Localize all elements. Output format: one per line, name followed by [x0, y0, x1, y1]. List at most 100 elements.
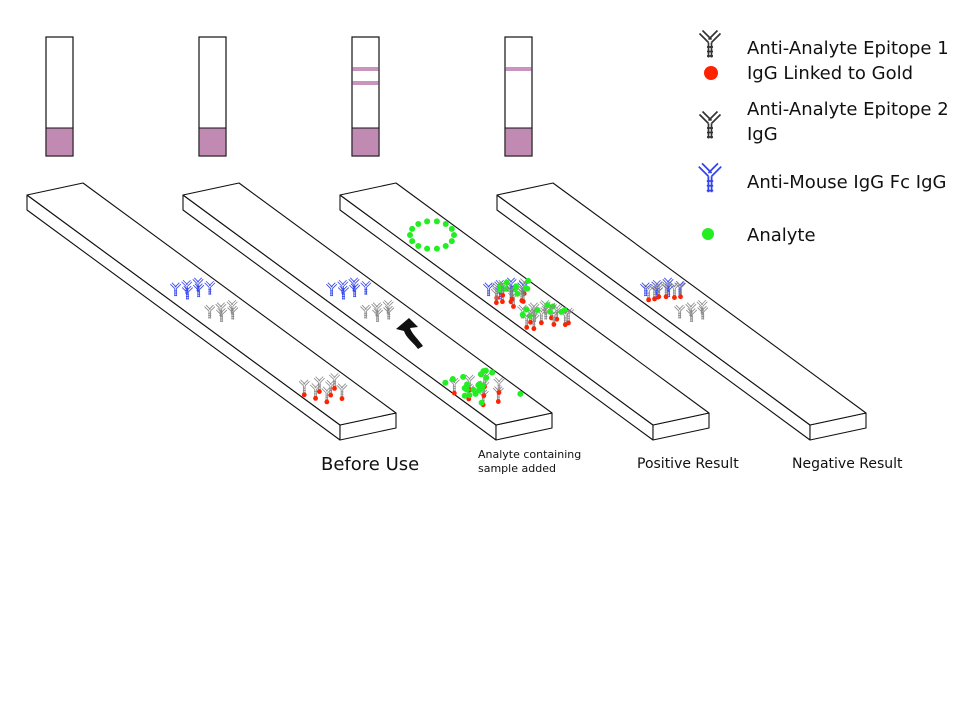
- mouse-igg-antibody: [192, 277, 204, 292]
- analyte-dot-icon: [702, 228, 714, 240]
- analyte-dot: [424, 218, 431, 225]
- analyte-dot: [482, 367, 489, 374]
- epitope2-antibody: [371, 302, 383, 317]
- analyte-dot: [415, 242, 422, 249]
- sample-pad: [504, 127, 533, 157]
- gold-antibody: [325, 379, 337, 398]
- analyte-dot: [549, 303, 556, 310]
- mouse-igg-antibody: [640, 282, 652, 297]
- control-band: [352, 67, 379, 71]
- top-strip-before-use: [45, 36, 74, 157]
- legend-label: Anti-Analyte Epitope 1: [747, 38, 949, 59]
- top-strip-negative: [504, 36, 533, 157]
- epitope2-antibody: [698, 29, 722, 58]
- reagents: [170, 277, 348, 405]
- epitope2-antibody: [674, 304, 686, 319]
- strip-top-face: [339, 182, 710, 426]
- epitope2-antibody: [226, 299, 238, 314]
- analyte-dot: [522, 284, 529, 291]
- analyte-dot: [525, 277, 532, 284]
- gold-antibody: [321, 386, 333, 405]
- analyte-dot: [513, 283, 520, 290]
- analyte-dot: [433, 245, 440, 252]
- reagents: [407, 218, 575, 332]
- epitope2-antibody: [360, 304, 372, 319]
- analyte-dot: [442, 379, 449, 386]
- epitope2-antibody: [696, 299, 708, 314]
- top-strip-sample-added: [198, 36, 227, 157]
- analyte-dot: [546, 308, 553, 315]
- antibody-gold-icon: [698, 29, 722, 80]
- sample-pad: [351, 127, 380, 157]
- antibody-gray-icon: [698, 110, 722, 139]
- mouse-igg-antibody: [170, 282, 182, 297]
- analyte-dot: [478, 385, 485, 392]
- sample-pad: [198, 127, 227, 157]
- gold-antibody: [660, 281, 672, 300]
- analyte-dot: [407, 232, 413, 238]
- legend-item-3: Anti-Mouse IgG Fc IgG: [698, 162, 946, 193]
- analyte-dot: [424, 245, 431, 252]
- analyte-dot: [442, 242, 449, 249]
- analyte-dot: [544, 302, 551, 309]
- gold-antibody: [668, 282, 680, 300]
- top-view-strips: [45, 36, 533, 157]
- legend: Anti-Analyte Epitope 1 IgG Linked to Gold…: [698, 29, 949, 246]
- label-sample-added-line2: sample added: [478, 462, 556, 475]
- analyte-dot: [470, 386, 477, 393]
- analyte-dot: [451, 232, 457, 238]
- flow-arrow-icon: [396, 318, 423, 349]
- analyte-dot: [433, 218, 440, 225]
- analyte-dot: [483, 374, 490, 381]
- mouse-igg-antibody: [181, 279, 193, 294]
- analyte-dot: [409, 238, 416, 245]
- iso-strip-before-use: [26, 182, 397, 441]
- analyte-dot: [517, 390, 524, 397]
- analyte-dot: [519, 311, 526, 318]
- analyte-dot: [523, 306, 530, 313]
- epitope2-antibody: [215, 302, 227, 317]
- antibody-blue-icon: [698, 162, 722, 193]
- analyte-dot: [449, 375, 456, 382]
- analyte-dot: [466, 392, 473, 399]
- gold-antibody: [493, 377, 505, 395]
- iso-strip-negative: [496, 182, 867, 441]
- legend-label-line2: IgG: [747, 124, 778, 145]
- epitope2-antibody: [698, 110, 722, 139]
- label-negative-result: Negative Result: [792, 456, 903, 472]
- mouse-igg-antibody: [326, 282, 338, 297]
- analyte-dot: [442, 221, 449, 228]
- strip-top-face: [26, 182, 397, 426]
- reagents: [640, 277, 709, 322]
- test-band: [352, 81, 379, 85]
- epitope2-antibody: [204, 304, 216, 319]
- mouse-igg-antibody: [698, 162, 722, 193]
- control-band: [505, 67, 532, 71]
- label-before-use: Before Use: [321, 454, 419, 475]
- iso-strip-positive: [339, 182, 710, 441]
- legend-label-line2: IgG Linked to Gold: [747, 63, 913, 84]
- analyte-dot: [497, 286, 504, 293]
- gold-antibody: [521, 312, 533, 330]
- iso-strip-sample-added: [182, 182, 553, 441]
- reagents: [326, 277, 524, 408]
- legend-item-1: Anti-Analyte Epitope 1 IgG Linked to Gold: [698, 29, 949, 84]
- analyte-dot: [460, 373, 467, 380]
- mouse-igg-antibody: [337, 279, 349, 294]
- isometric-strips: [26, 182, 867, 441]
- analyte-dot: [464, 381, 471, 388]
- analyte-dot: [503, 279, 510, 286]
- gold-antibody: [328, 373, 341, 391]
- analyte-dot: [409, 225, 416, 232]
- mouse-igg-antibody: [483, 282, 495, 297]
- legend-label: Anti-Analyte Epitope 2: [747, 99, 949, 120]
- mouse-igg-antibody: [204, 280, 216, 295]
- epitope2-antibody: [382, 299, 394, 314]
- epitope2-antibody: [685, 302, 697, 317]
- analyte-dot: [448, 225, 455, 232]
- gold-antibody: [336, 383, 348, 402]
- analyte-dot: [558, 308, 565, 315]
- gold-antibody: [643, 284, 655, 303]
- label-sample-added-line1: Analyte containing: [478, 448, 581, 461]
